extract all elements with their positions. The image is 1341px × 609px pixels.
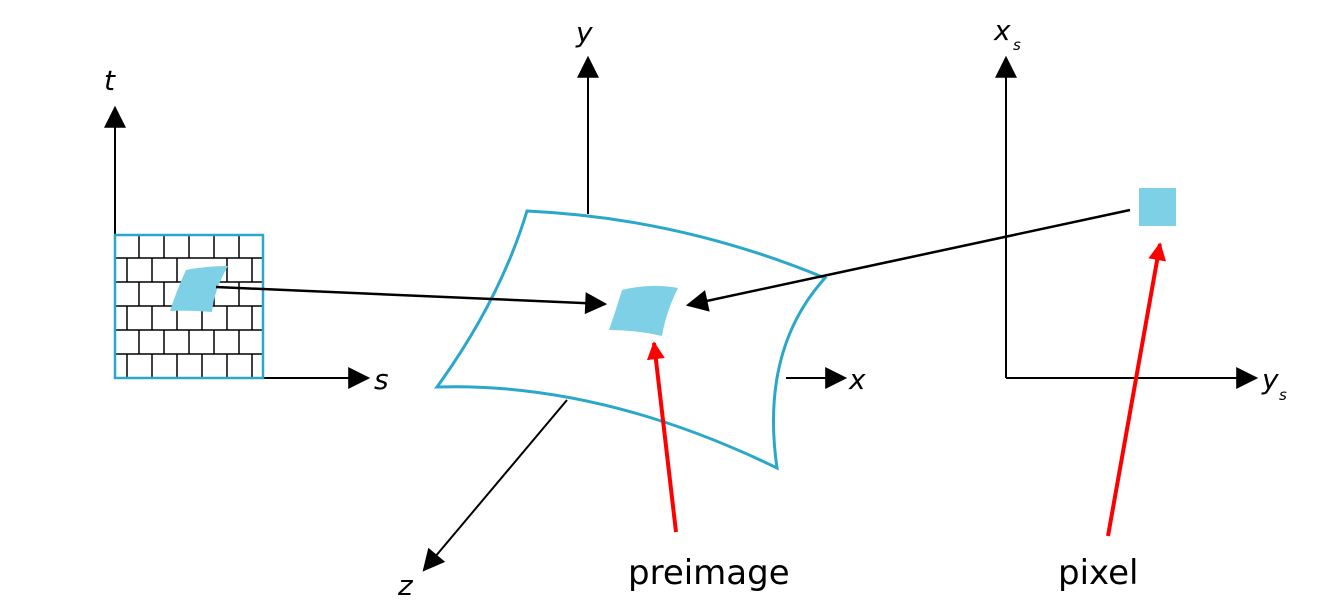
screen-space: x s y s: [993, 14, 1287, 404]
texture-space: t s: [104, 64, 389, 396]
texture-map-border: [113, 233, 265, 380]
xs-axis-label: x: [993, 14, 1011, 47]
texture-patch: [170, 266, 228, 312]
s-axis-label: s: [374, 363, 389, 396]
xs-axis-subscript: s: [1013, 36, 1021, 54]
curved-surface: [433, 209, 828, 471]
object-space: y x z: [397, 16, 866, 602]
x-axis-label: x: [848, 363, 866, 396]
preimage-patch: [609, 285, 678, 336]
texture-to-preimage-arrow: [215, 285, 608, 315]
ys-axis-subscript: s: [1279, 386, 1287, 404]
preimage-caption: preimage: [628, 553, 790, 593]
z-axis-label: z: [397, 569, 414, 602]
pixel-square: [1139, 188, 1176, 226]
z-axis: [422, 399, 568, 572]
preimage-pointer: [646, 341, 678, 533]
t-axis-label: t: [104, 64, 116, 97]
y-axis-label: y: [575, 16, 593, 49]
pixel-to-preimage-arrow: [685, 208, 1131, 312]
ys-axis-label: y: [1261, 363, 1279, 396]
pixel-caption: pixel: [1058, 553, 1138, 593]
pixel-pointer: [1106, 242, 1167, 537]
